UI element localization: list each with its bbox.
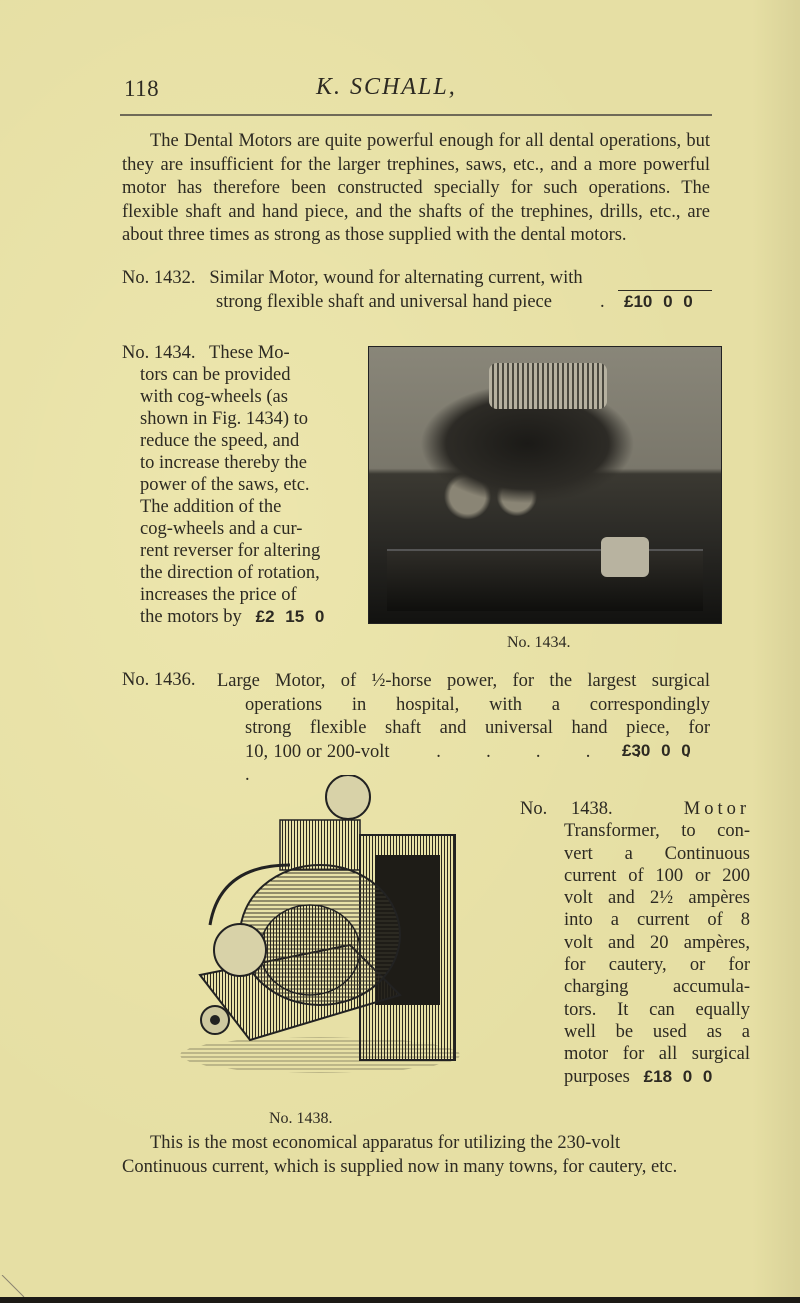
- wooden-base: [387, 549, 703, 611]
- text-line: current of 100 or 200: [564, 865, 750, 886]
- figure-caption-1438: No. 1438.: [269, 1110, 333, 1127]
- text-line: to increase thereby the: [140, 453, 307, 473]
- item-1434-text: No. 1434. These Mo- tors can be provided…: [122, 342, 342, 628]
- leader-dots: .: [599, 292, 605, 312]
- figure-caption-1434: No. 1434.: [507, 634, 571, 651]
- item-1438-price: £18 0 0: [643, 1066, 713, 1086]
- text-line: rent reverser for altering: [140, 541, 321, 561]
- item-description: Similar Motor, wound for alternating cur…: [209, 268, 583, 288]
- text-fragment: These Mo-: [209, 343, 290, 363]
- text-line: power of the saws, etc.: [140, 475, 310, 495]
- text-line: Transformer, to con-: [564, 821, 750, 842]
- reverser-cap: [601, 537, 649, 577]
- text-line: with cog-wheels (as: [140, 387, 288, 407]
- intro-text: The Dental Motors are quite powerful eno…: [122, 131, 710, 245]
- text-line: volt and 2½ ampères: [564, 888, 750, 909]
- item-1436-text: Large Motor, of ½-horse power, for the l…: [217, 670, 710, 788]
- text-fragment: purposes: [564, 1066, 630, 1087]
- item-description-cont: strong flexible shaft and universal hand…: [216, 292, 552, 312]
- item-1432-line1: No. 1432. Similar Motor, wound for alter…: [122, 268, 583, 289]
- text-line: strong flexible shaft and universal hand…: [245, 718, 710, 738]
- text-line: cog-wheels and a cur-: [140, 519, 303, 539]
- text-line: The addition of the: [140, 497, 282, 517]
- intro-paragraph: The Dental Motors are quite powerful eno…: [122, 130, 710, 248]
- text-line: tors. It can equally: [564, 999, 750, 1020]
- text-line: reduce the speed, and: [140, 431, 300, 451]
- text-fragment: 10, 100 or 200-volt: [245, 741, 390, 762]
- text-line: purposes £18 0 0: [564, 1066, 750, 1088]
- text-line: into a current of 8: [564, 910, 750, 931]
- item-number: No. 1438.: [520, 799, 613, 819]
- item-1438-text: No. 1438. Motor Transformer, to con- ver…: [520, 798, 750, 1088]
- page-number: 118: [124, 76, 160, 101]
- header-rule: [120, 114, 712, 116]
- item-number-1436: No. 1436.: [122, 670, 196, 690]
- scan-corner-mark: [1, 1275, 25, 1297]
- item-1436-price: £30 0 0: [622, 741, 691, 760]
- text-line: Large Motor, of ½-horse power, for the l…: [217, 671, 710, 691]
- field-coil: [489, 363, 607, 409]
- leader-dots: . . . . . . .: [245, 741, 711, 786]
- text-line: vert a Continuous: [564, 843, 750, 864]
- text-line: motor for all surgical: [564, 1044, 750, 1065]
- motor-photograph-1434: [368, 346, 722, 624]
- text-line: well be used as a: [564, 1021, 750, 1042]
- text-line: No. 1434. These Mo-: [122, 342, 342, 364]
- item-1432-line2: strong flexible shaft and universal hand…: [216, 292, 605, 313]
- text-line: charging accumula-: [564, 977, 750, 998]
- item-1434-price: £2 15 0: [255, 607, 325, 626]
- text-fragment: Motor: [683, 799, 750, 819]
- text-line: operations in hospital, with a correspon…: [245, 694, 710, 715]
- text-line: the direction of rotation,: [140, 563, 320, 583]
- text-line: the motors by £2 15 0: [122, 606, 342, 628]
- text-line: increases the price of: [140, 585, 297, 605]
- motor-transformer-engraving: [180, 775, 460, 1073]
- text-line: for cautery, or for: [564, 955, 750, 976]
- text-fragment: the motors by: [140, 607, 242, 627]
- closing-text: This is the most economical apparatus fo…: [122, 1133, 678, 1177]
- item-number: No. 1432.: [122, 268, 196, 288]
- closing-paragraph: This is the most economical apparatus fo…: [122, 1132, 710, 1179]
- text-line: volt and 20 ampères,: [564, 932, 750, 953]
- running-title: K. SCHALL,: [316, 74, 457, 100]
- item-1432-price: £10 0 0: [624, 292, 693, 311]
- text-line: 10, 100 or 200-volt . . . . . . .: [217, 741, 710, 788]
- text-line: No. 1438. Motor: [520, 798, 750, 820]
- scan-edge-bar: [0, 1297, 800, 1303]
- item-number: No. 1434.: [122, 343, 196, 363]
- price-overline: [618, 290, 712, 291]
- text-line: tors can be provided: [140, 365, 291, 385]
- text-line: shown in Fig. 1434) to: [140, 409, 309, 429]
